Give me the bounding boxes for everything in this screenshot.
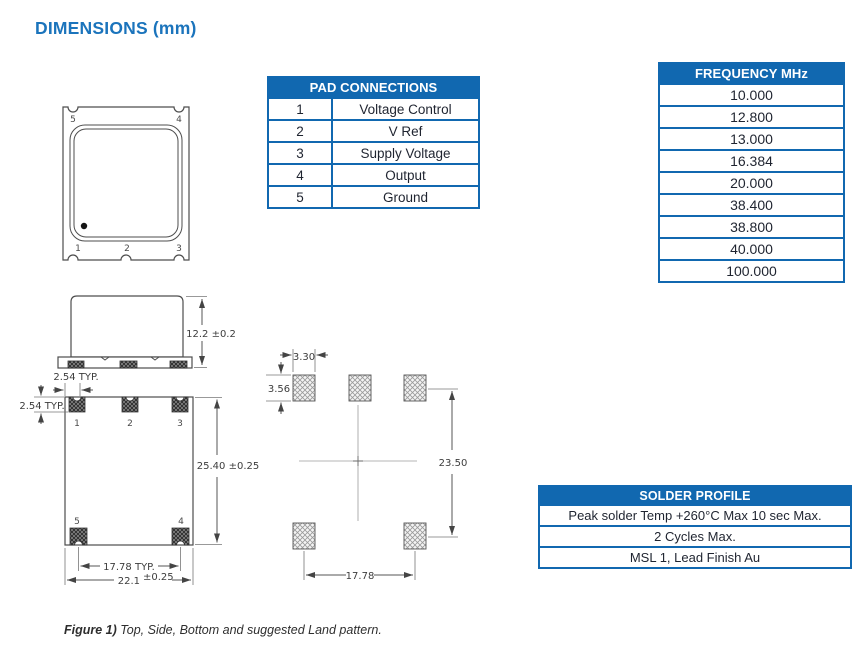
lid-outline-outer bbox=[69, 124, 183, 242]
pin-label: 5 bbox=[70, 115, 76, 125]
frequency-value: 20.000 bbox=[660, 173, 843, 193]
pad-width-dimension: 3.30 bbox=[280, 349, 328, 372]
dim-label-height: 12.2 ±0.2 bbox=[186, 329, 236, 340]
length-dimension: 25.40 ±0.25 bbox=[195, 397, 259, 545]
frequency-value: 38.800 bbox=[660, 217, 843, 237]
figure-caption-label: Figure 1) bbox=[64, 623, 117, 637]
pin-number-cell: 4 bbox=[269, 165, 331, 185]
height-dimension: 12.2 ±0.2 bbox=[186, 296, 236, 368]
pad-height-dimension: 3.56 bbox=[266, 362, 291, 414]
pad bbox=[69, 527, 88, 546]
package-outline bbox=[64, 396, 194, 546]
pin-label: 1 bbox=[75, 244, 81, 254]
horizontal-span-dimension: 17.78 bbox=[303, 551, 416, 582]
cover-outline bbox=[70, 295, 184, 358]
pin-function-cell: Output bbox=[333, 165, 478, 185]
figure-caption-text: Top, Side, Bottom and suggested Land pat… bbox=[116, 623, 382, 637]
pin-label: 3 bbox=[176, 244, 182, 254]
pad bbox=[169, 360, 188, 369]
pin-function-cell: V Ref bbox=[333, 121, 478, 141]
pin-number-cell: 3 bbox=[269, 143, 331, 163]
vertical-pitch-dimension: 23.50 bbox=[428, 388, 468, 538]
solder-profile-row: 2 Cycles Max. bbox=[540, 527, 850, 546]
pin1-indicator-dot bbox=[80, 222, 88, 230]
land-pad bbox=[348, 374, 372, 402]
solder-profile-row: MSL 1, Lead Finish Au bbox=[540, 548, 850, 567]
side-view-drawing: 12.2 ±0.2 bbox=[57, 295, 236, 369]
dim-label-length: 25.40 ±0.25 bbox=[197, 461, 259, 472]
frequency-header: FREQUENCY MHz bbox=[660, 64, 843, 83]
land-pad bbox=[292, 374, 316, 402]
dim-label-width: 22.1 bbox=[118, 576, 140, 587]
dimension-drawings: 5 4 1 2 3 12.2 ±0.2 1 2 3 5 4 bbox=[20, 106, 467, 587]
frequency-value: 16.384 bbox=[660, 151, 843, 171]
land-pad bbox=[292, 522, 316, 550]
pad bbox=[119, 360, 138, 369]
dim-label-horizontal-span: 17.78 bbox=[346, 571, 375, 582]
figure-caption: Figure 1) Top, Side, Bottom and suggeste… bbox=[64, 623, 382, 637]
pad bbox=[67, 360, 85, 369]
pin-function-cell: Voltage Control bbox=[333, 99, 478, 119]
page-title: DIMENSIONS (mm) bbox=[35, 18, 197, 38]
pin-label: 2 bbox=[124, 244, 130, 254]
pad bbox=[121, 396, 139, 413]
dim-label-pad-height: 3.56 bbox=[268, 384, 290, 395]
land-pattern-drawing: 3.30 3.56 23.50 17.78 bbox=[266, 349, 467, 582]
pad bbox=[171, 396, 189, 413]
dim-label-pad-width: 3.30 bbox=[293, 352, 315, 363]
pad-pitch-dimension: 2.54 TYP. bbox=[53, 372, 99, 396]
land-pad bbox=[403, 374, 427, 402]
top-view-drawing: 5 4 1 2 3 bbox=[62, 106, 190, 261]
solder-profile-header: SOLDER PROFILE bbox=[540, 487, 850, 504]
package-outline bbox=[62, 106, 190, 261]
frequency-value: 12.800 bbox=[660, 107, 843, 127]
pad bbox=[68, 396, 86, 413]
pad-height-dimension: 2.54 TYP. bbox=[20, 385, 68, 424]
width-dimension: 22.1 ±0.25 bbox=[64, 548, 194, 587]
pin-label: 1 bbox=[74, 419, 80, 429]
dim-label-pad-height: 2.54 TYP. bbox=[20, 401, 65, 412]
pin-label: 3 bbox=[177, 419, 183, 429]
pad bbox=[171, 527, 190, 546]
frequency-value: 100.000 bbox=[660, 261, 843, 281]
pin-number-cell: 1 bbox=[269, 99, 331, 119]
dim-label-vertical-pitch: 23.50 bbox=[439, 458, 468, 469]
weld-marks bbox=[100, 356, 160, 361]
solder-profile-table: SOLDER PROFILE Peak solder Temp +260°C M… bbox=[538, 485, 852, 569]
frequency-value: 38.400 bbox=[660, 195, 843, 215]
land-pad bbox=[403, 522, 427, 550]
pad-span-dimension: 17.78 TYP. bbox=[78, 547, 181, 573]
pad-connections-header: PAD CONNECTIONS bbox=[269, 78, 478, 97]
pin-number-cell: 5 bbox=[269, 187, 331, 207]
solder-profile-row: Peak solder Temp +260°C Max 10 sec Max. bbox=[540, 506, 850, 525]
pin-number-cell: 2 bbox=[269, 121, 331, 141]
dim-label-width-tolerance: ±0.25 bbox=[143, 572, 174, 583]
bottom-view-drawing: 1 2 3 5 4 2.54 TYP. 2.54 TYP. 25.40 ±0.2… bbox=[20, 372, 259, 587]
pin-label: 4 bbox=[176, 115, 182, 125]
frequency-value: 10.000 bbox=[660, 85, 843, 105]
dim-label-pitch: 2.54 TYP. bbox=[53, 372, 98, 383]
pin-function-cell: Supply Voltage bbox=[333, 143, 478, 163]
pad-connections-table: PAD CONNECTIONS 1 Voltage Control 2 V Re… bbox=[267, 76, 480, 209]
pin-function-cell: Ground bbox=[333, 187, 478, 207]
frequency-value: 40.000 bbox=[660, 239, 843, 259]
frequency-table: FREQUENCY MHz 10.000 12.800 13.000 16.38… bbox=[658, 62, 845, 283]
pin-label: 5 bbox=[74, 517, 80, 527]
pin-label: 4 bbox=[178, 517, 184, 527]
dim-label-pad-span: 17.78 TYP. bbox=[103, 562, 155, 573]
center-crosshair bbox=[299, 405, 417, 521]
frequency-value: 13.000 bbox=[660, 129, 843, 149]
pin-label: 2 bbox=[127, 419, 133, 429]
lid-outline-inner bbox=[73, 128, 179, 238]
